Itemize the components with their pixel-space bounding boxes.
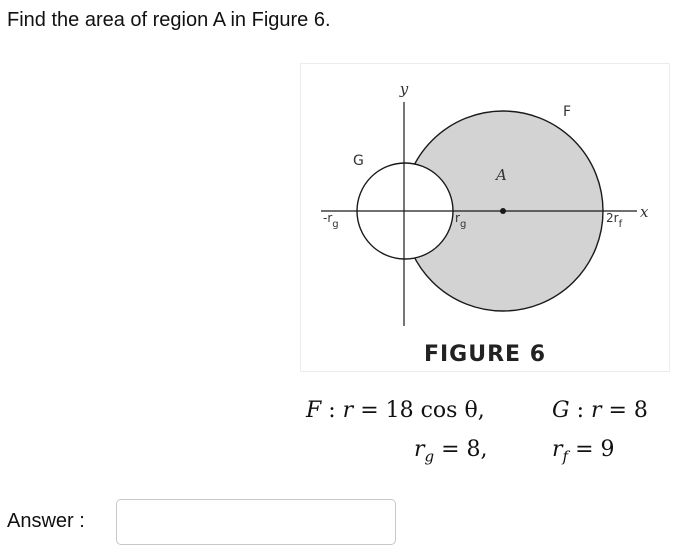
figure-6: y x F G A -rg rg 2rf FIGURE 6 — [300, 63, 670, 372]
equation-rg: rg = 8, — [414, 437, 488, 466]
answer-label: Answer : — [7, 510, 85, 532]
two-rf-label: 2rf — [606, 211, 623, 230]
region-a-label: A — [494, 166, 507, 184]
question-text: Find the area of region A in Figure 6. — [7, 9, 331, 31]
equation-f: F : r = 18 cos θ, — [306, 398, 485, 423]
circle-g-label: G — [353, 153, 364, 169]
rg-label: rg — [455, 211, 466, 230]
answer-input[interactable] — [116, 499, 396, 545]
figure-diagram: y x F G A -rg rg 2rf FIGURE 6 — [321, 80, 649, 367]
y-axis-label: y — [399, 80, 409, 98]
x-axis-label: x — [640, 203, 649, 221]
center-point-f — [500, 208, 506, 214]
neg-rg-label: -rg — [323, 211, 339, 230]
circle-f-label: F — [563, 104, 571, 120]
figure-caption: FIGURE 6 — [424, 342, 546, 367]
equation-rf: rf = 9 — [552, 437, 615, 466]
equation-g: G : r = 8 — [552, 398, 648, 423]
